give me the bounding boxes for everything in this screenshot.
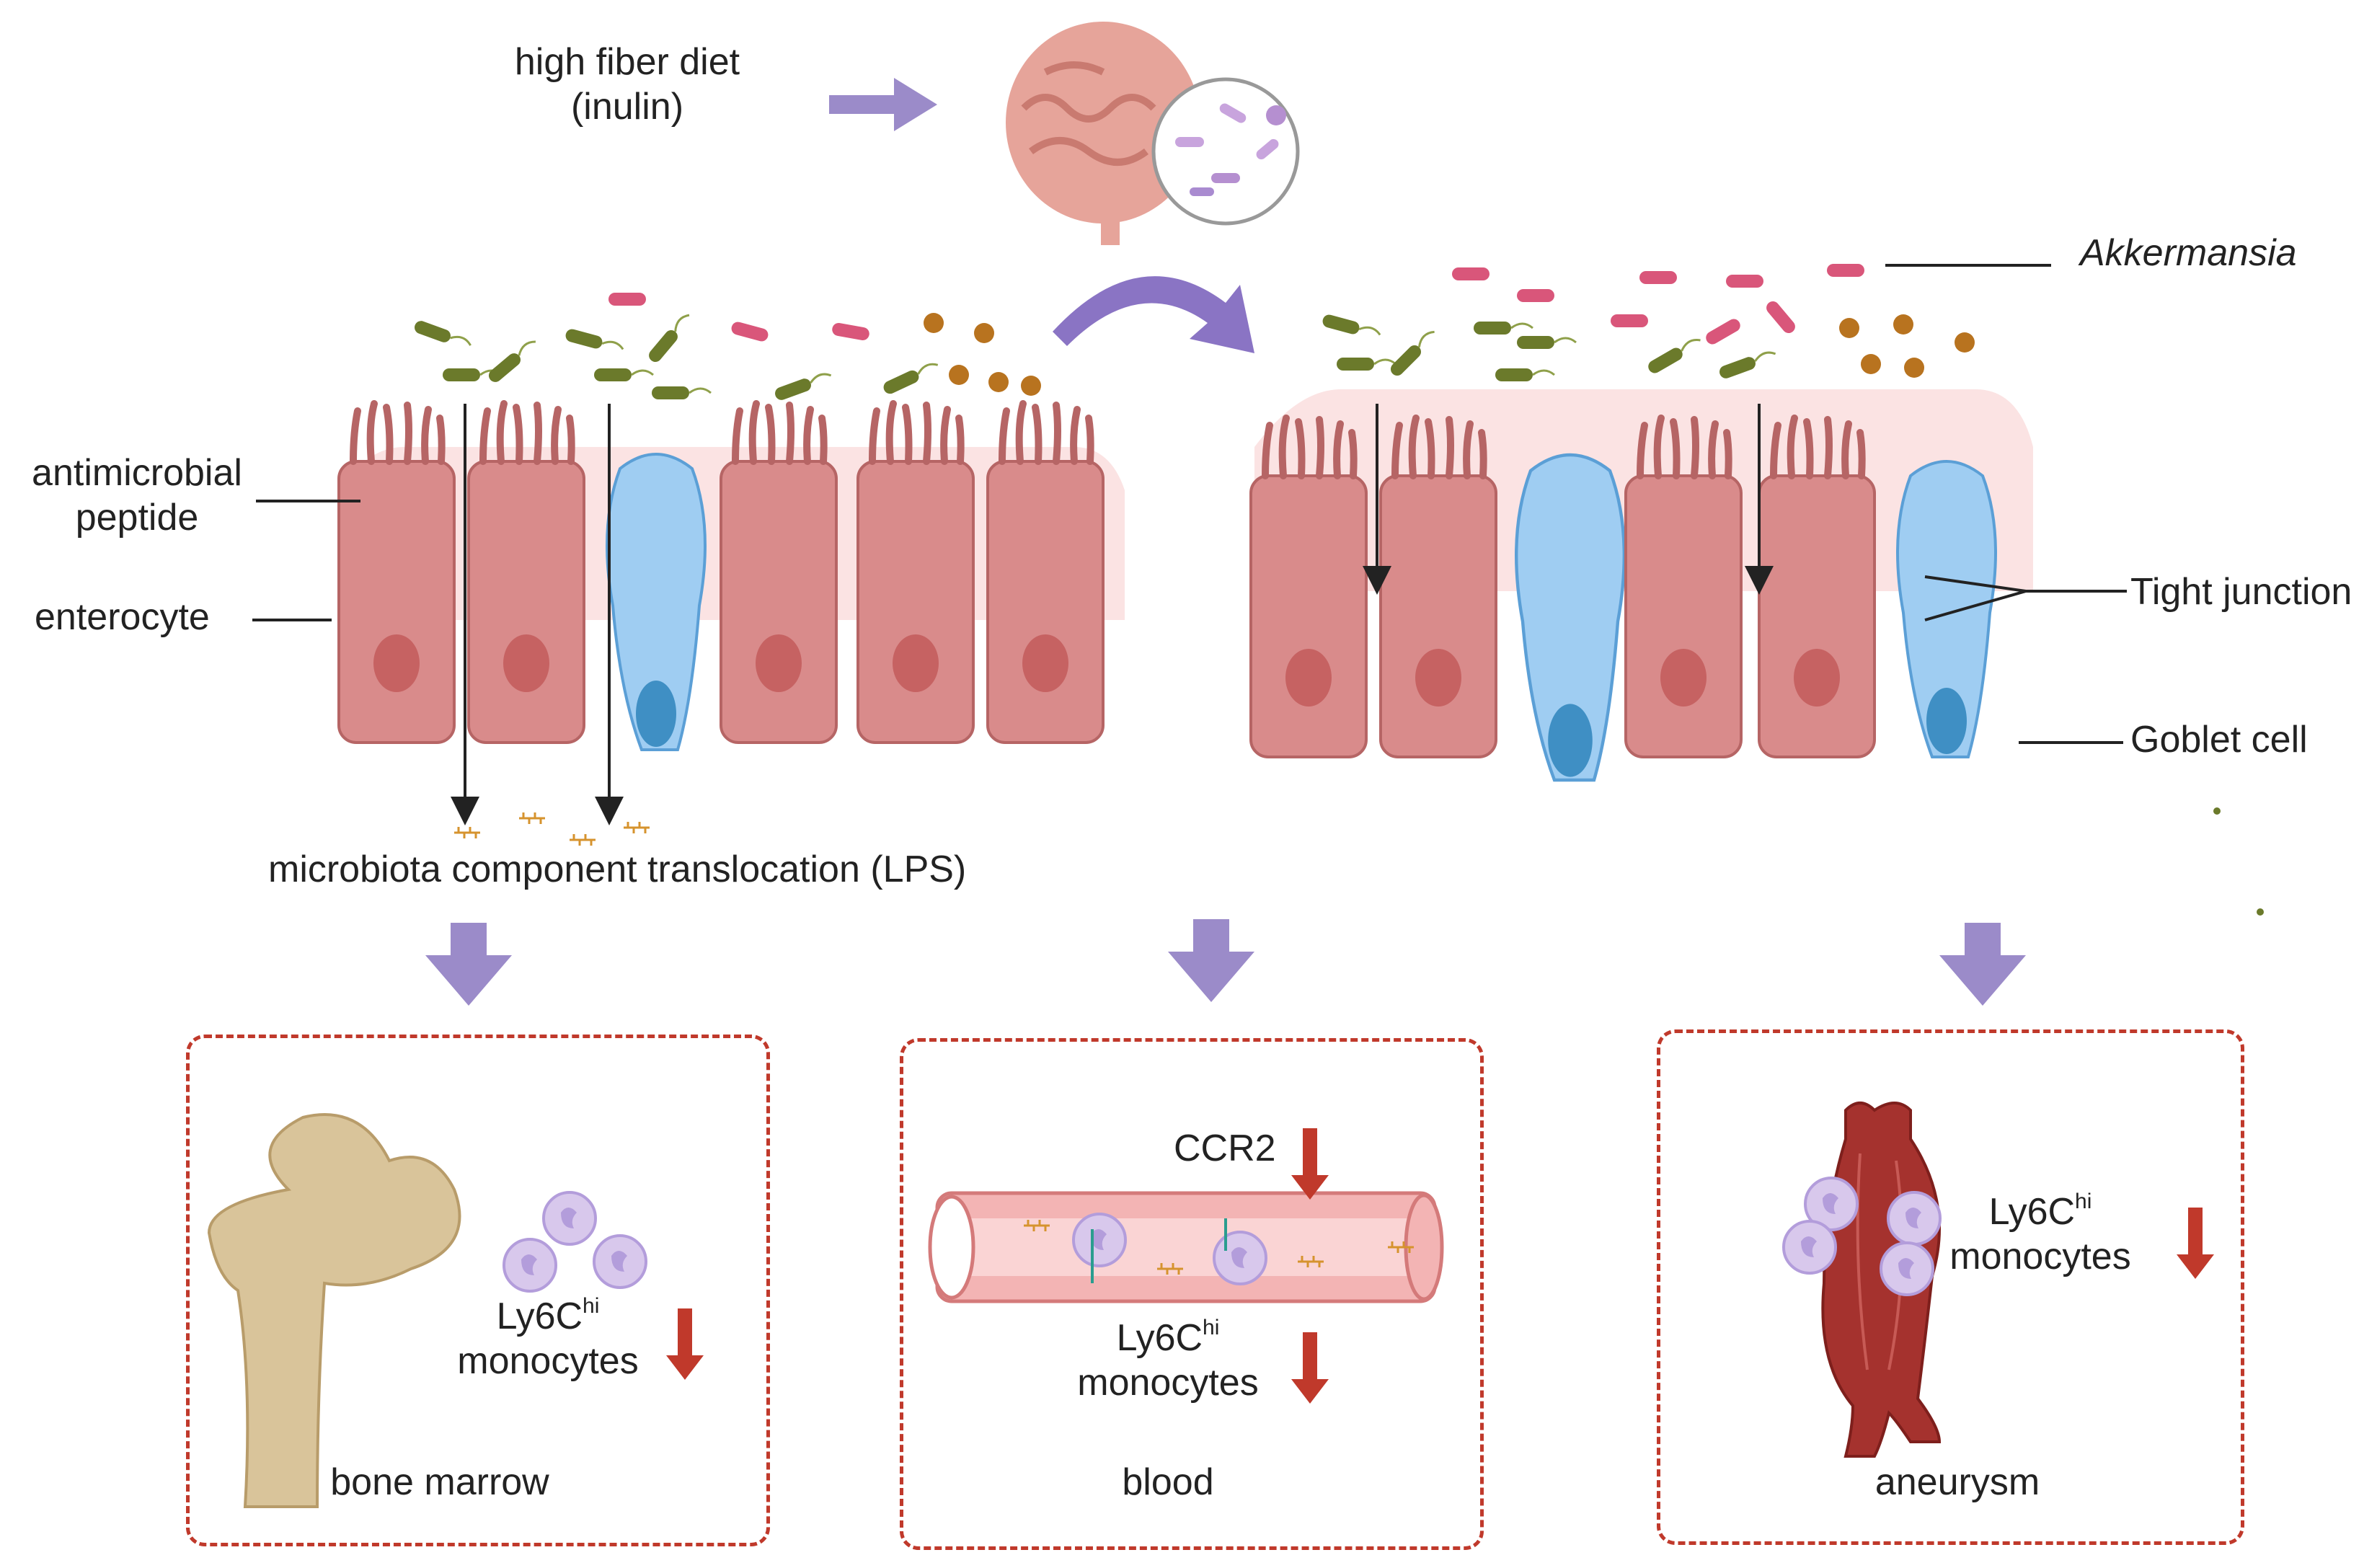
blood-trend-arrow [1291,1332,1329,1404]
bone-marrow-trend-arrow [666,1308,704,1380]
bone-marrow-cell-label: Ly6Chi monocytes [425,1294,670,1383]
blood-ly6c: Ly6C [1116,1317,1203,1359]
intestine-icon [1006,22,1200,245]
tight-junction-label: Tight junction [2130,571,2352,613]
down-arrow-aneurysm [1939,923,2026,1006]
blood-ly6c-sup: hi [1203,1316,1220,1339]
bm-ly6c: Ly6C [496,1295,583,1337]
blood-title: blood [1122,1461,1214,1503]
an-monocytes: monocytes [1949,1236,2131,1277]
akkermansia-label: Akkermansia [2080,232,2297,274]
left-epithelium [339,404,1125,825]
curved-arrow [1053,276,1254,353]
translocation-label: microbiota component translocation (LPS) [268,849,967,890]
ccr2-label: CCR2 [1174,1128,1276,1169]
bm-monocytes: monocytes [457,1340,639,1382]
blood-vessel-icon [928,1191,1444,1303]
aneurysm-trend-arrow [2177,1208,2214,1279]
aneurysm-title: aneurysm [1874,1461,2040,1503]
ccr2-trend-arrow [1291,1128,1329,1200]
diet-label: high fiber diet (inulin) [476,40,779,129]
bone-marrow-title: bone marrow [330,1461,549,1503]
microbiota-zoom-icon [1151,77,1300,226]
aneurysm-cell-label: Ly6Chi monocytes [1918,1190,2163,1279]
an-ly6c-sup: hi [2075,1190,2092,1213]
enterocyte-label: enterocyte [35,596,210,638]
diet-label-line2: (inulin) [570,86,684,128]
an-ly6c: Ly6C [1988,1191,2076,1233]
right-epithelium [1251,389,2033,780]
diet-label-line1: high fiber diet [514,41,740,83]
down-arrow-blood [1168,919,1254,1002]
goblet-cell-label: Goblet cell [2130,719,2308,761]
antimicrobial-line2: peptide [75,497,199,539]
blood-monocytes: monocytes [1077,1362,1259,1404]
aneurysm-panel [1657,1029,2244,1545]
blood-panel [900,1038,1484,1550]
bone-marrow-panel [186,1035,770,1546]
antimicrobial-line1: antimicrobial [32,452,242,494]
bm-ly6c-sup: hi [583,1294,600,1318]
antimicrobial-peptide-label: antimicrobial peptide [14,451,260,540]
diet-arrow [829,78,937,131]
femur-icon [207,1113,461,1508]
tight-junction-pointer [1924,575,2127,621]
lps-particles [453,811,651,847]
blood-cell-label: Ly6Chi monocytes [1045,1316,1291,1405]
down-arrow-bone-marrow [425,923,512,1006]
right-bacteria [1320,264,1975,383]
left-bacteria [411,293,1041,403]
